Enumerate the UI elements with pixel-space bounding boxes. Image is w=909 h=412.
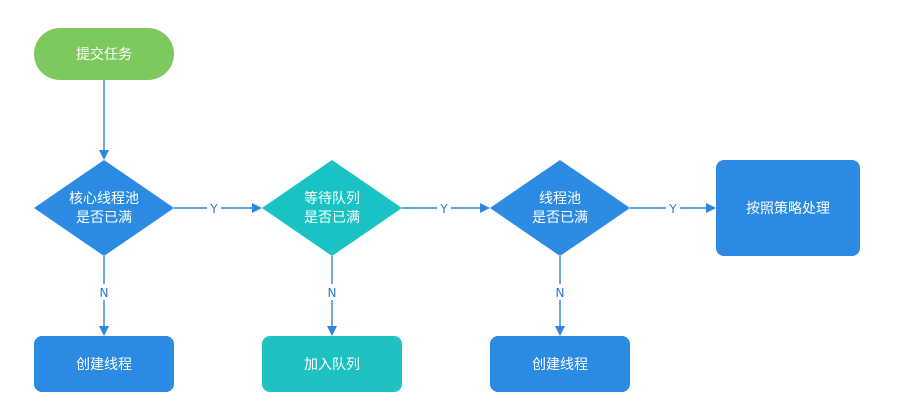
arrowhead — [706, 203, 716, 213]
decision-core-pool-full: 核心线程池 是否已满 — [34, 160, 174, 256]
decision-core-line2: 是否已满 — [76, 210, 132, 226]
arrowhead — [327, 326, 337, 336]
decision-pool-full: 线程池 是否已满 — [490, 160, 630, 256]
start-node: 提交任务 — [34, 28, 174, 80]
create-thread-box-1: 创建线程 — [34, 336, 174, 392]
enqueue-label: 加入队列 — [304, 357, 360, 373]
create-thread-2-label: 创建线程 — [532, 357, 588, 373]
arrowhead — [99, 150, 109, 160]
edge-label-yes-1: Y — [209, 202, 218, 216]
arrowhead — [252, 203, 262, 213]
edge-label-yes-2: Y — [439, 202, 448, 216]
arrowhead — [99, 326, 109, 336]
decision-queue-line1: 等待队列 — [304, 190, 360, 207]
arrowhead — [555, 326, 565, 336]
enqueue-box: 加入队列 — [262, 336, 402, 392]
edge-label-no-2: N — [328, 286, 337, 300]
decision-core-line1: 核心线程池 — [69, 191, 139, 207]
edge-label-no-1: N — [100, 286, 109, 300]
create-thread-1-label: 创建线程 — [76, 357, 132, 373]
start-node-label: 提交任务 — [76, 46, 132, 63]
arrowhead — [480, 203, 490, 213]
policy-box-label: 按照策略处理 — [746, 200, 830, 217]
decision-pool-line1: 线程池 — [539, 191, 581, 207]
edge-label-no-3: N — [556, 286, 565, 300]
edge-label-yes-3: Y — [668, 202, 677, 216]
edge-labels: Y Y Y N N N — [97, 200, 680, 300]
decision-queue-line2: 是否已满 — [304, 210, 360, 226]
decision-queue-full: 等待队列 是否已满 — [262, 160, 402, 256]
create-thread-box-2: 创建线程 — [490, 336, 630, 392]
decision-pool-line2: 是否已满 — [532, 210, 588, 226]
policy-box: 按照策略处理 — [716, 160, 860, 256]
